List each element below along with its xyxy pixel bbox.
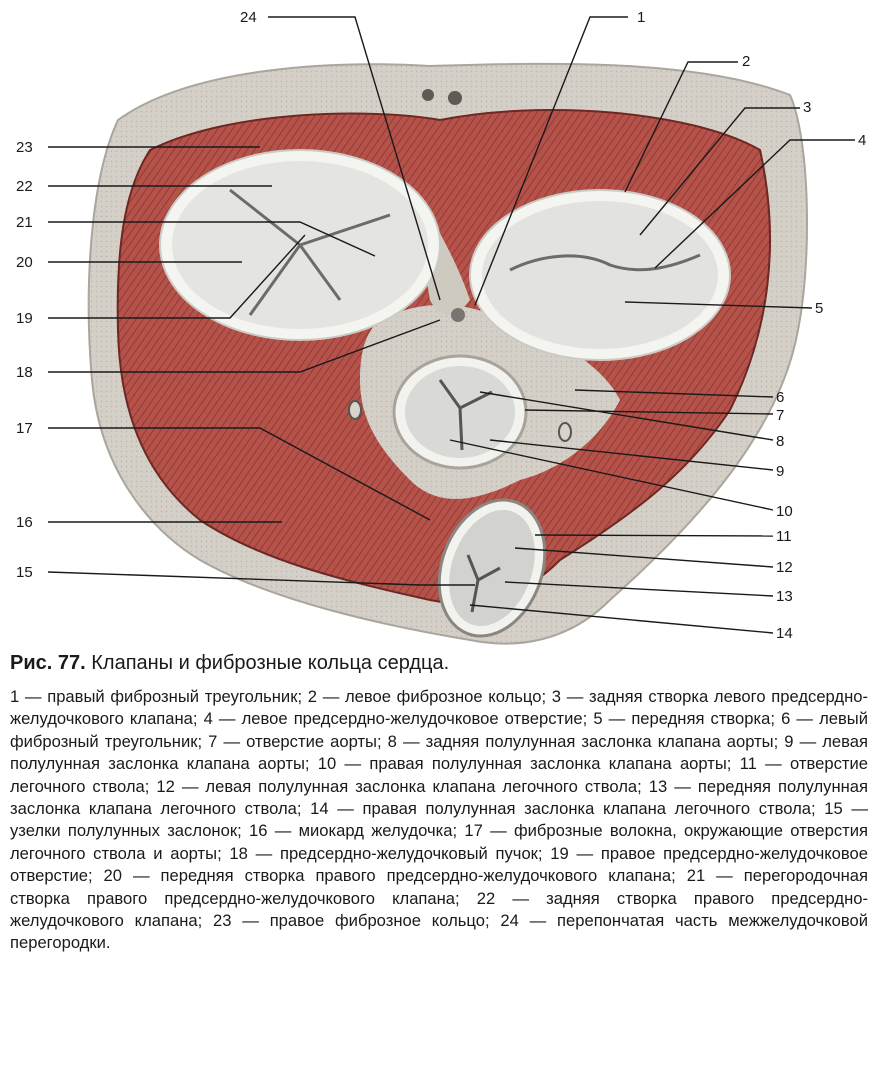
caption-figure-number: Рис. 77. — [10, 652, 86, 674]
mitral-valve — [482, 201, 718, 349]
label-1: 1 — [637, 9, 645, 26]
coronary-ostium-left — [558, 422, 572, 442]
heart-valves-figure: 24 1 2 3 4 5 6 7 8 9 10 11 12 13 14 23 2… — [16, 9, 866, 645]
label-19: 19 — [16, 310, 33, 327]
leader-7 — [524, 409, 774, 415]
leader-6 — [574, 389, 774, 398]
label-13: 13 — [776, 588, 793, 605]
leader-21 — [48, 221, 376, 257]
label-6: 6 — [776, 389, 784, 406]
leader-10 — [449, 439, 774, 511]
leader-13 — [504, 581, 774, 597]
label-11: 11 — [776, 528, 792, 545]
label-3: 3 — [803, 99, 811, 116]
pulmonary-cusps — [466, 554, 501, 613]
label-9: 9 — [776, 463, 784, 480]
number-labels: 24 1 2 3 4 5 6 7 8 9 10 11 12 13 14 23 2… — [16, 9, 866, 642]
leader-12 — [514, 547, 774, 568]
leader-3 — [639, 107, 800, 236]
label-7: 7 — [776, 407, 784, 424]
label-8: 8 — [776, 433, 784, 450]
label-14: 14 — [776, 625, 793, 642]
mitral-commissure — [509, 253, 701, 272]
label-17: 17 — [16, 420, 33, 437]
leader-8 — [479, 391, 774, 441]
leader-4 — [654, 139, 855, 269]
pulmonary-valve — [449, 509, 535, 627]
leader-1 — [474, 16, 628, 306]
label-20: 20 — [16, 254, 33, 271]
label-4: 4 — [858, 132, 866, 149]
leader-19 — [48, 234, 306, 319]
label-22: 22 — [16, 178, 33, 195]
label-12: 12 — [776, 559, 793, 576]
label-10: 10 — [776, 503, 793, 520]
tricuspid-commissures — [229, 188, 391, 316]
leader-24 — [268, 16, 441, 301]
caption-legend: 1 — правый фиброзный треугольник; 2 — ле… — [10, 687, 868, 953]
label-15: 15 — [16, 564, 33, 581]
leader-lines — [47, 16, 855, 634]
label-16: 16 — [16, 514, 33, 531]
label-21: 21 — [16, 214, 33, 231]
label-18: 18 — [16, 364, 33, 381]
leader-17 — [48, 427, 431, 521]
coronary-vessel-a — [422, 89, 434, 101]
leader-2 — [624, 61, 738, 193]
caption-title-text: Клапаны и фиброзные кольца сердца. — [85, 652, 450, 674]
leader-9 — [489, 439, 774, 471]
label-5: 5 — [815, 300, 823, 317]
leader-11 — [534, 534, 774, 537]
leader-18 — [48, 319, 441, 373]
caption-title: Рис. 77. Клапаны и фиброзные кольца серд… — [10, 650, 868, 676]
label-2: 2 — [742, 53, 750, 70]
coronary-vessel-b — [448, 91, 462, 105]
av-bundle — [451, 308, 465, 322]
label-24: 24 — [240, 9, 257, 26]
leader-14 — [469, 604, 774, 634]
leader-5 — [624, 301, 813, 309]
label-23: 23 — [16, 139, 33, 156]
leader-15 — [47, 571, 475, 586]
figure-caption: Рис. 77. Клапаны и фиброзные кольца серд… — [10, 650, 868, 955]
coronary-ostium-right — [348, 400, 362, 420]
